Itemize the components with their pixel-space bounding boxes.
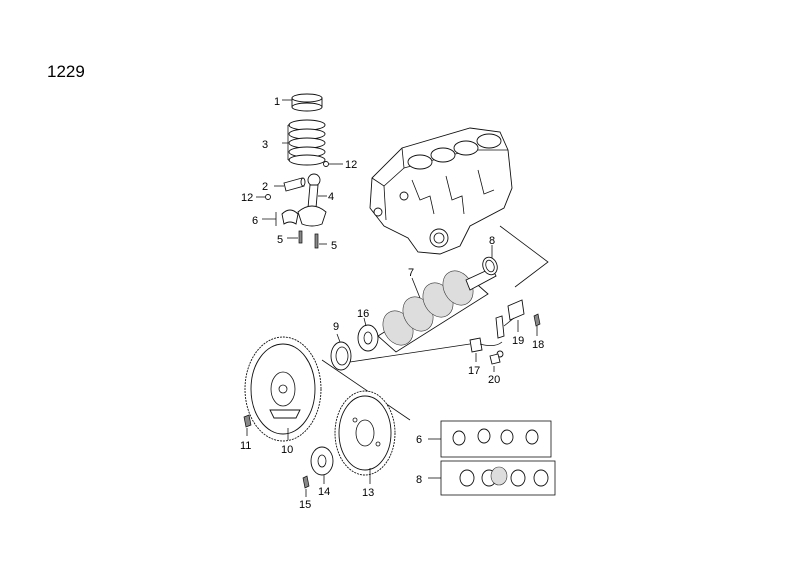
flywheel-bolt-illustration [243,414,252,428]
crankshaft-illustration [377,267,497,353]
spacer-illustration [489,353,501,365]
callout-11: 11 [240,440,251,452]
rod-bolt-illustration [298,230,319,249]
callout-5: 5 [331,240,337,252]
diagram-number: 1229 [47,62,85,81]
flywheel-illustration [244,336,322,442]
callout-6: 6 [416,434,422,446]
callout-13: 13 [362,487,374,499]
rod-bearing-set-box [428,420,552,458]
drive-plate-illustration [334,390,396,476]
callout-9: 9 [333,321,339,333]
rear-oil-seal-illustration [330,341,352,371]
crank-sprocket-illustration [357,324,379,352]
callout-16: 16 [357,308,369,320]
callout-5: 5 [277,234,283,246]
callout-19: 19 [512,335,524,347]
callout-2: 2 [262,181,268,193]
callout-18: 18 [532,339,544,351]
adapter-plate-illustration [310,446,334,476]
callout-4: 4 [328,191,334,203]
piston-illustration [291,93,323,112]
callout-6: 6 [252,215,258,227]
connecting-rod-illustration [297,173,327,227]
callout-14: 14 [318,486,330,498]
callout-10: 10 [281,444,293,456]
piston-rings-illustration [288,119,326,166]
callout-8: 8 [489,235,495,247]
callout-12: 12 [241,192,253,204]
callout-17: 17 [468,365,480,377]
engine-block-illustration [369,127,513,255]
sensor-bolt-illustration [533,313,541,327]
main-bearing-set-box [428,460,556,496]
callout-12: 12 [345,159,357,171]
main-bearing-illustration [482,256,498,276]
rod-bearing-illustration [281,209,299,225]
sensor-bracket-illustration [495,299,525,339]
drive-plate-bolt-illustration [302,475,310,489]
piston-pin-illustration [283,177,306,192]
callout-15: 15 [299,499,311,511]
leader-line-block [499,225,549,288]
callout-20: 20 [488,374,500,386]
callout-3: 3 [262,139,268,151]
callout-1: 1 [274,96,280,108]
callout-8: 8 [416,474,422,486]
callout-7: 7 [408,267,414,279]
